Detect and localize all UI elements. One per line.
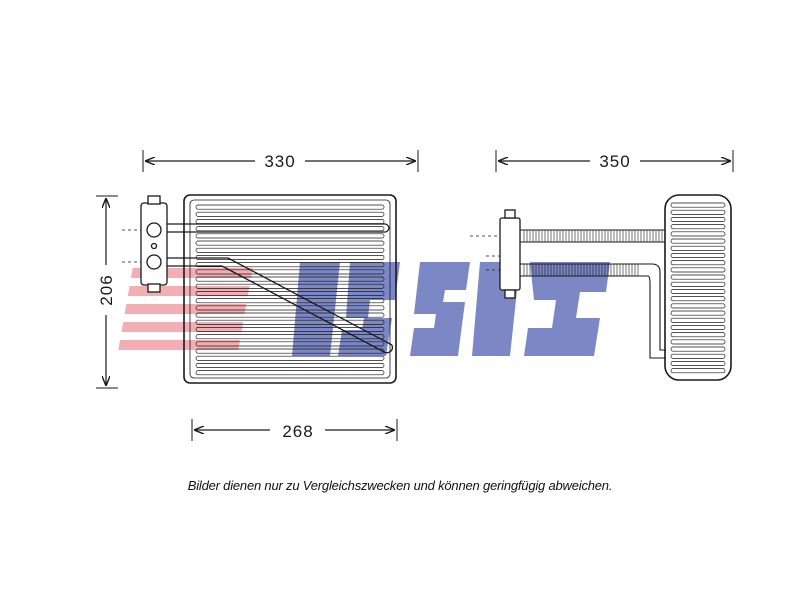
watermark-logo xyxy=(118,262,610,356)
side-fins xyxy=(670,202,726,374)
refrigerant-pipes-right xyxy=(520,229,666,359)
evaporator-front-view xyxy=(122,194,397,384)
dimension-depth-right xyxy=(495,150,734,172)
dimension-width-bottom xyxy=(191,419,398,441)
dimension-label-268: 268 xyxy=(282,422,313,441)
expansion-valve-right xyxy=(499,209,521,299)
refrigerant-pipes-left xyxy=(167,223,394,354)
evaporator-side-view xyxy=(470,194,732,381)
dimension-label-350: 350 xyxy=(599,152,630,171)
expansion-valve-left xyxy=(140,195,168,293)
dimension-height-left xyxy=(96,195,118,389)
watermark-blue-letters xyxy=(292,262,610,356)
watermark-red-stripes xyxy=(118,268,253,350)
dimension-label-206: 206 xyxy=(97,274,116,305)
disclaimer-caption: Bilder dienen nur zu Vergleichszwecken u… xyxy=(187,478,613,493)
dimension-label-330: 330 xyxy=(264,152,295,171)
dimension-width-top xyxy=(142,150,419,172)
